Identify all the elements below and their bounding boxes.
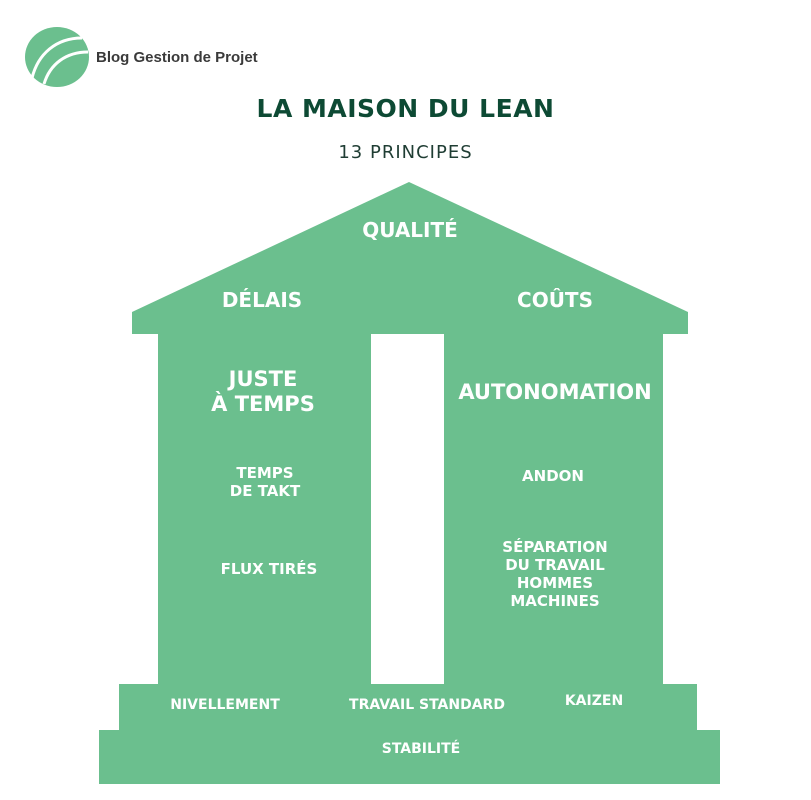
foundation-label: KAIZEN — [564, 693, 624, 709]
foundation-base-label: STABILITÉ — [381, 741, 461, 757]
right-pillar-item: SÉPARATION DU TRAVAIL HOMMES MACHINES — [502, 538, 608, 610]
house-roof — [132, 182, 688, 334]
roof-label-top: QUALITÉ — [362, 218, 458, 242]
page-subtitle: 13 PRINCIPES — [338, 142, 473, 163]
logo-name: Blog Gestion de Projet — [96, 48, 258, 66]
left-pillar-heading: JUSTE À TEMPS — [211, 367, 315, 417]
left-pillar-item: TEMPS DE TAKT — [229, 464, 301, 500]
left-pillar — [158, 333, 371, 685]
right-pillar — [444, 333, 663, 685]
leaf-logo-icon — [25, 27, 89, 87]
page-title: LA MAISON DU LEAN — [256, 94, 555, 123]
logo: Blog Gestion de Projet — [24, 26, 258, 88]
left-pillar-item: FLUX TIRÉS — [220, 560, 318, 578]
foundation-lower-step — [99, 730, 720, 784]
roof-label-right: COÛTS — [517, 288, 593, 312]
right-pillar-item: ANDON — [522, 467, 584, 485]
roof-label-left: DÉLAIS — [221, 288, 303, 312]
foundation-label: TRAVAIL STANDARD — [349, 697, 505, 713]
right-pillar-heading: AUTONOMATION — [458, 380, 652, 404]
foundation-upper-step — [119, 684, 697, 732]
foundation-label: NIVELLEMENT — [170, 697, 280, 713]
